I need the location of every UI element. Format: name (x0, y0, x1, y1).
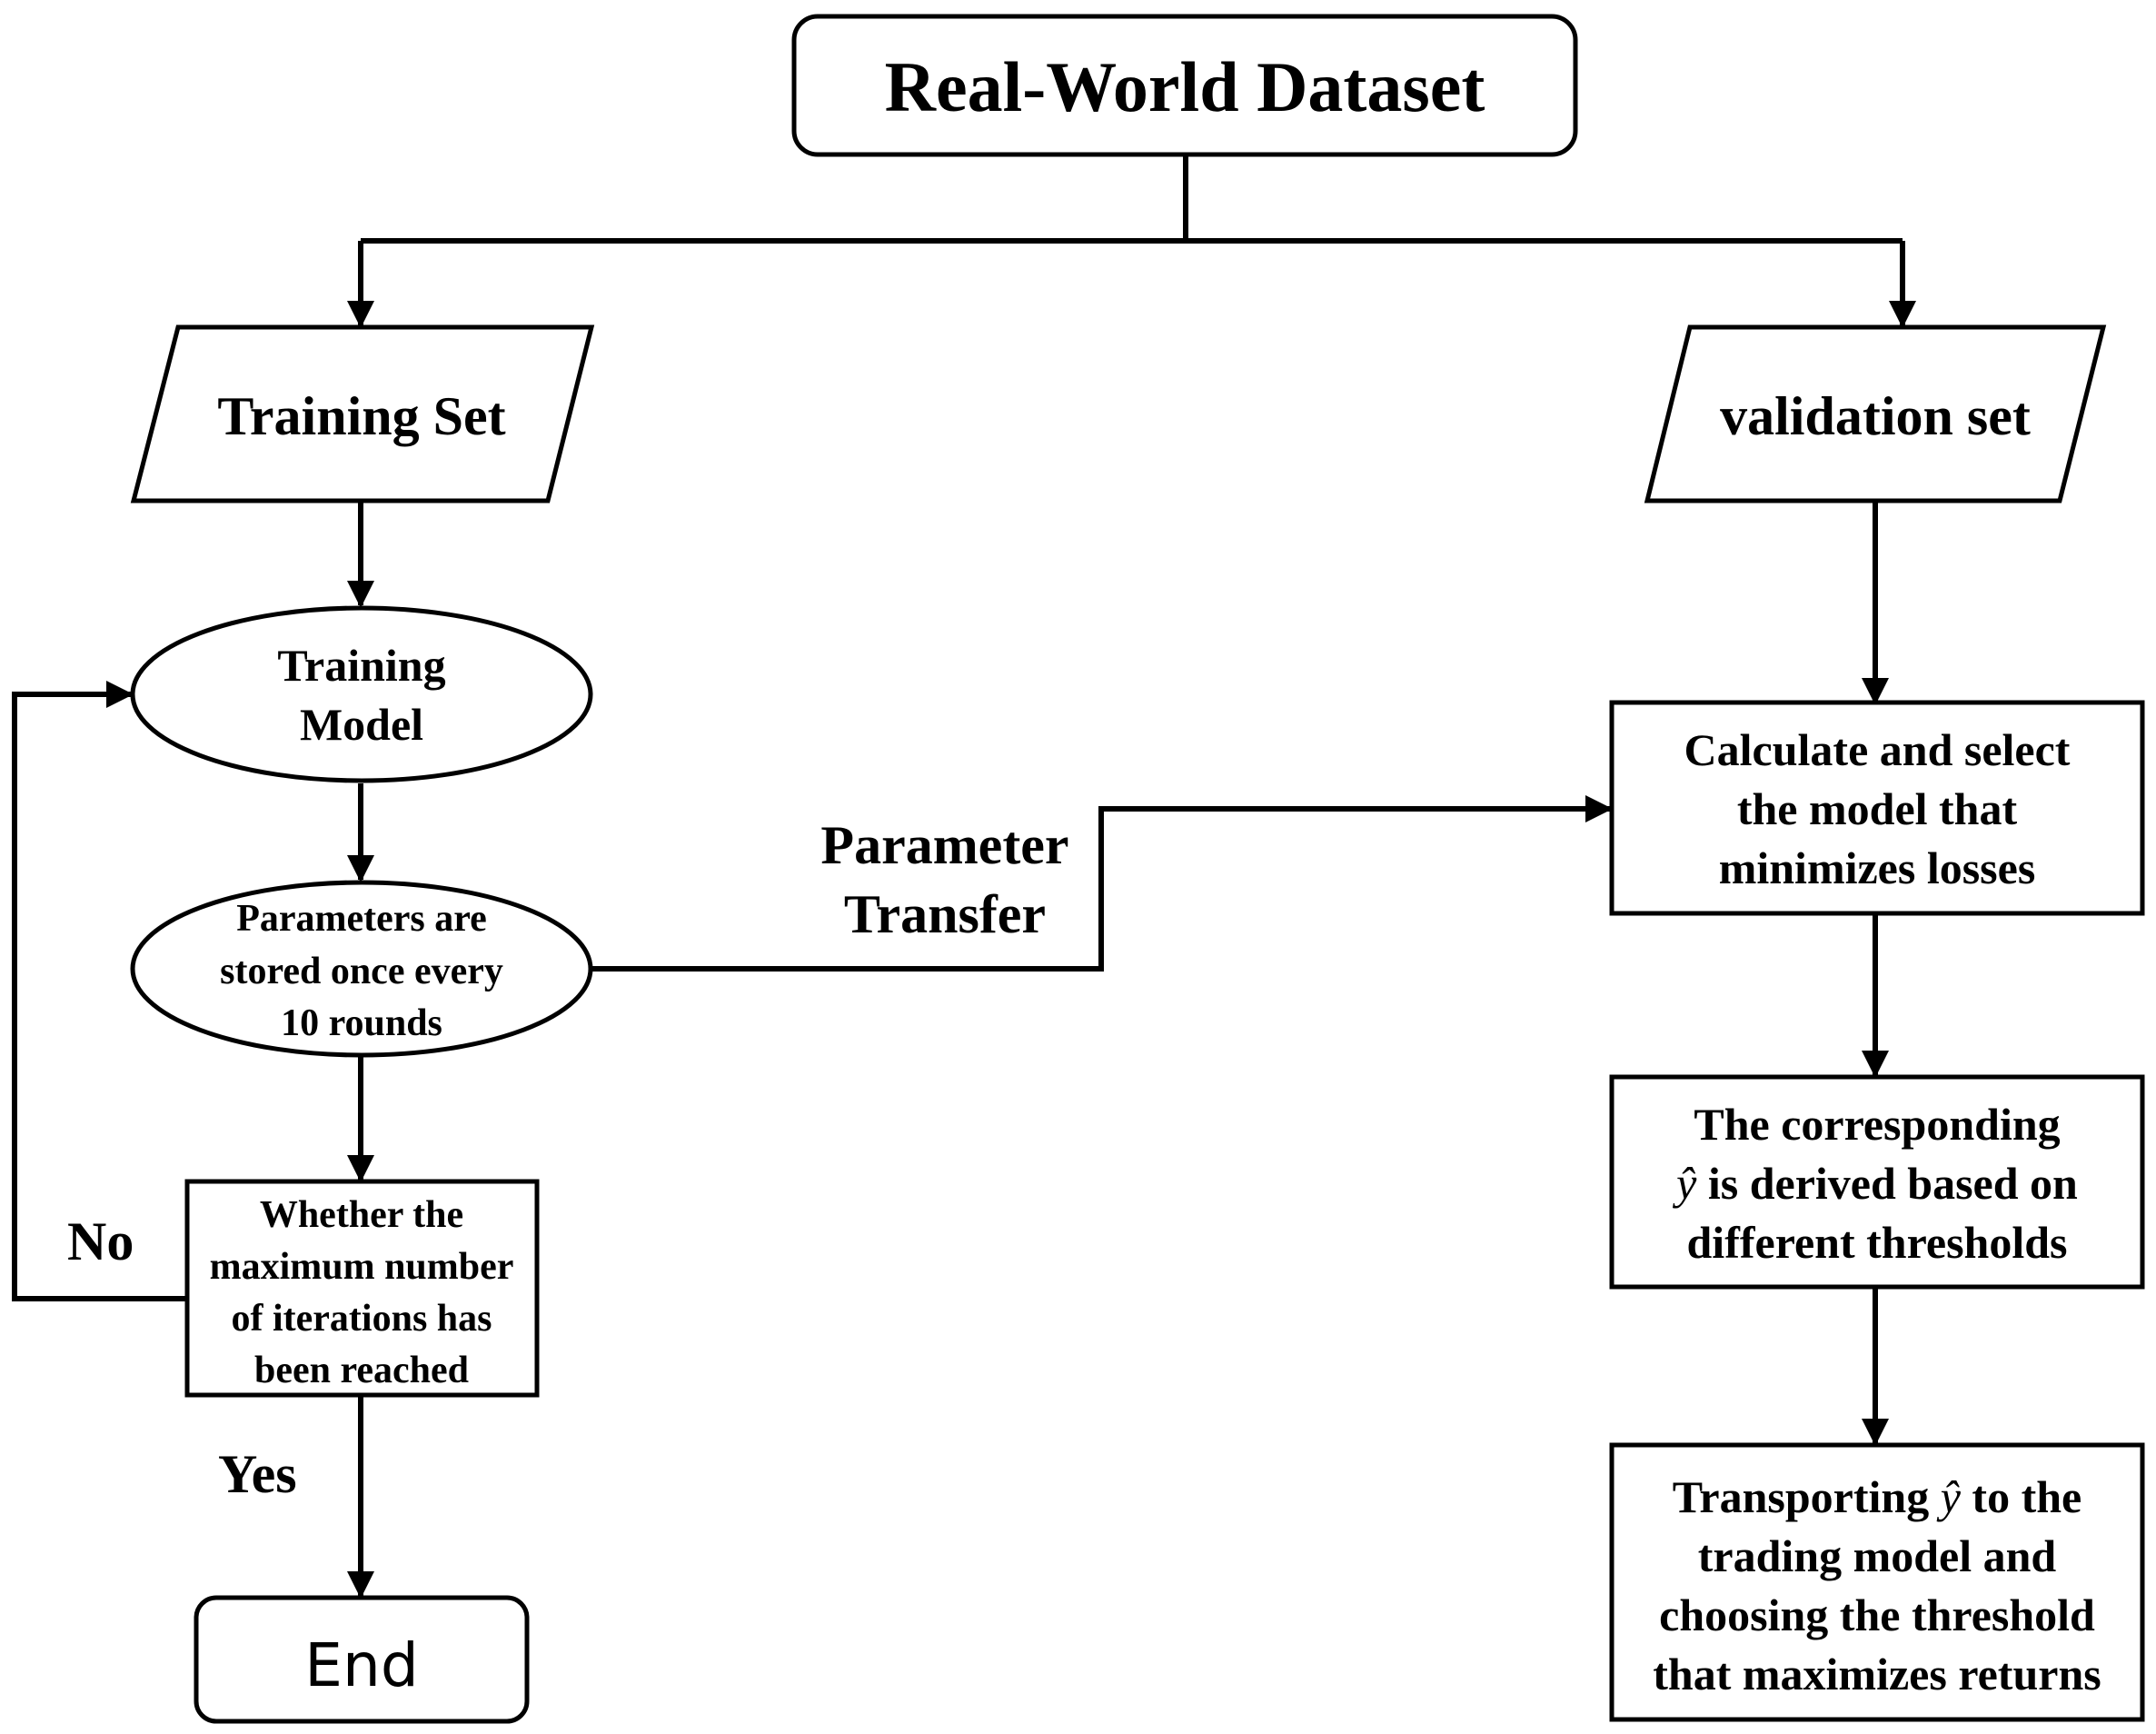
derive-line-2: ŷ is derived based on (1672, 1158, 2078, 1209)
max-iter-line-2: maximum number (210, 1246, 514, 1288)
node-transport-y-hat: Transporting ŷ to the trading model and … (1609, 1442, 2145, 1722)
transport-line-1: Transporting ŷ to the (1673, 1471, 2081, 1522)
calc-select-line-1: Calculate and select (1684, 724, 2071, 775)
edge-label-yes: Yes (218, 1444, 297, 1504)
node-training-model: Training Model (130, 605, 593, 783)
node-derive-y-hat: The corresponding ŷ is derived based on … (1609, 1074, 2145, 1290)
node-calculate-select: Calculate and select the model that mini… (1609, 700, 2145, 916)
calc-select-line-2: the model that (1737, 783, 2018, 834)
arrow-no-loop (12, 681, 187, 1301)
max-iter-line-4: been reached (254, 1350, 469, 1391)
transport-line-4: that maximizes returns (1653, 1649, 2101, 1699)
edge-label-parameter-transfer-line-1: Parameter (820, 815, 1068, 875)
derive-line-2-rest: is derived based on (1696, 1158, 2078, 1209)
node-end: End (194, 1595, 530, 1724)
edge-label-parameter-transfer-line-2: Transfer (844, 884, 1046, 944)
params-stored-line-2: stored once every (220, 951, 503, 992)
node-validation-set: validation set (1644, 324, 2107, 503)
dataset-label: Real-World Dataset (885, 47, 1485, 126)
validation-set-label: validation set (1720, 386, 2031, 446)
end-label: End (304, 1630, 418, 1700)
derive-line-3: different thresholds (1687, 1217, 2068, 1268)
derive-line-1: The corresponding (1694, 1099, 2060, 1150)
node-max-iterations-check: Whether the maximum number of iterations… (184, 1179, 540, 1398)
node-training-set: Training Set (130, 324, 595, 503)
transport-line-1-pre: Transporting (1673, 1471, 1941, 1522)
transport-line-1-post: to the (1961, 1471, 2081, 1522)
transport-line-3: choosing the threshold (1659, 1590, 2095, 1640)
params-stored-line-3: 10 rounds (281, 1002, 442, 1044)
y-hat-symbol: ŷ (1936, 1471, 1962, 1522)
node-parameters-stored: Parameters are stored once every 10 roun… (130, 880, 593, 1058)
training-model-line-1: Training (277, 640, 445, 691)
calc-select-line-3: minimizes losses (1719, 842, 2036, 893)
y-hat-symbol: ŷ (1672, 1158, 1697, 1209)
edge-label-no: No (67, 1211, 134, 1271)
arrow-parameter-transfer (591, 795, 1613, 972)
training-model-line-2: Model (300, 699, 423, 750)
max-iter-line-3: of iterations has (232, 1298, 492, 1340)
max-iter-line-1: Whether the (260, 1194, 463, 1236)
transport-line-2: trading model and (1698, 1530, 2057, 1581)
node-real-world-dataset: Real-World Dataset (791, 14, 1578, 157)
params-stored-line-1: Parameters are (236, 898, 487, 940)
training-set-label: Training Set (217, 386, 505, 446)
connectors (12, 156, 1916, 1599)
